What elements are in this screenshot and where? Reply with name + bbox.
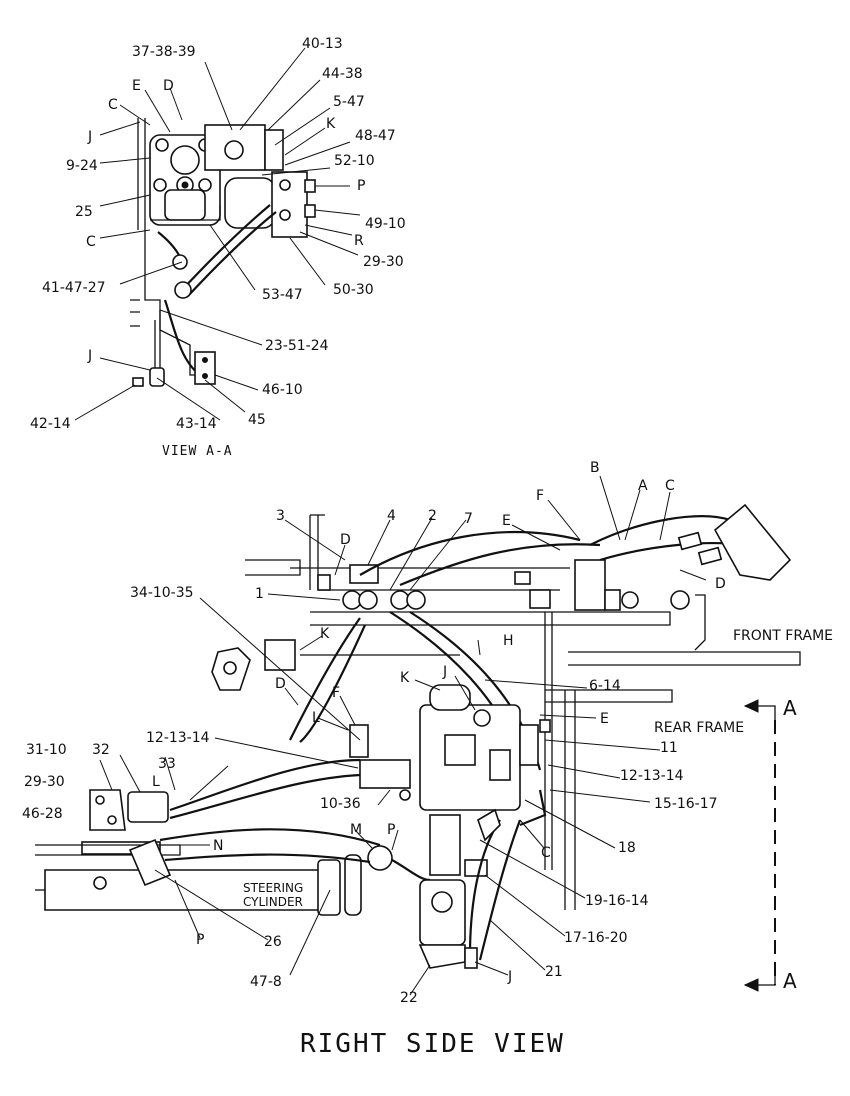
- label-52-10: 52-10: [334, 153, 375, 169]
- label-4: 4: [387, 508, 396, 524]
- label-17-16-20: 17-16-20: [564, 930, 628, 946]
- label-d-top: D: [340, 532, 351, 548]
- label-9-24: 9-24: [66, 158, 98, 174]
- label-41-47-27: 41-47-27: [42, 280, 106, 296]
- label-15-16-17: 15-16-17: [654, 796, 718, 812]
- label-p-1: P: [387, 822, 395, 838]
- label-11: 11: [660, 740, 678, 756]
- view-aa-drawing: [74, 47, 361, 421]
- label-j-bot: J: [507, 969, 512, 985]
- right-side-view-drawing: [35, 475, 801, 996]
- label-26: 26: [264, 934, 282, 950]
- label-l-1: L: [312, 710, 320, 726]
- label-d: D: [163, 78, 174, 94]
- label-n: N: [213, 838, 223, 854]
- label-k-2: K: [400, 670, 410, 686]
- label-53-47: 53-47: [262, 287, 303, 303]
- label-12-13-14-right: 12-13-14: [620, 768, 684, 784]
- label-d-mid: D: [275, 676, 286, 692]
- label-j-lower: J: [87, 348, 92, 364]
- view-aa-caption: VIEW A-A: [162, 444, 233, 459]
- valve-block-aa: [264, 129, 284, 171]
- label-3: 3: [276, 508, 285, 524]
- label-6-14: 6-14: [589, 678, 621, 694]
- label-p-2: P: [196, 932, 204, 948]
- right-side-view-caption: RIGHT SIDE VIEW: [300, 1029, 565, 1059]
- right-side-view-labels: 3 4 2 7 1 D B A C F E D 34-10-35 K H FRO…: [22, 460, 833, 1059]
- label-32: 32: [92, 742, 110, 758]
- label-23-51-24: 23-51-24: [265, 338, 329, 354]
- label-50-30: 50-30: [333, 282, 374, 298]
- label-r: R: [354, 233, 364, 249]
- label-2: 2: [428, 508, 437, 524]
- label-d-right: D: [715, 576, 726, 592]
- label-c-top: C: [665, 478, 675, 494]
- label-k-1: K: [320, 626, 330, 642]
- block-45: [194, 351, 216, 385]
- label-18: 18: [618, 840, 636, 856]
- label-37-38-39: 37-38-39: [132, 44, 196, 60]
- label-c: C: [108, 97, 118, 113]
- label-33: 33: [158, 756, 176, 772]
- label-c-lower: C: [86, 234, 96, 250]
- label-25: 25: [75, 204, 93, 220]
- label-44-38: 44-38: [322, 66, 363, 82]
- label-f-mid: F: [332, 685, 340, 701]
- label-rear-frame: REAR FRAME: [654, 720, 744, 736]
- label-p: P: [357, 178, 365, 194]
- label-cylinder: CYLINDER: [243, 895, 303, 909]
- label-46-28: 46-28: [22, 806, 63, 822]
- label-29-30: 29-30: [24, 774, 65, 790]
- label-34-10-35: 34-10-35: [130, 585, 194, 601]
- label-f-top: F: [536, 488, 544, 504]
- label-7: 7: [464, 511, 473, 527]
- label-19-16-14: 19-16-14: [585, 893, 649, 909]
- label-a-top: A: [638, 478, 648, 494]
- label-c-mid: C: [541, 845, 551, 861]
- label-b: B: [590, 460, 600, 476]
- label-40-13: 40-13: [302, 36, 343, 52]
- label-m: M: [350, 822, 362, 838]
- label-steering: STEERING: [243, 881, 303, 895]
- label-46-10: 46-10: [262, 382, 303, 398]
- section-a-top: A: [783, 696, 797, 720]
- label-43-14: 43-14: [176, 416, 217, 432]
- label-31-10: 31-10: [26, 742, 67, 758]
- label-49-10: 49-10: [365, 216, 406, 232]
- label-22: 22: [400, 990, 418, 1006]
- label-48-47: 48-47: [355, 128, 396, 144]
- label-j: J: [87, 129, 92, 145]
- label-45: 45: [248, 412, 266, 428]
- label-42-14: 42-14: [30, 416, 71, 432]
- label-e-mid: E: [600, 711, 609, 727]
- label-5-47: 5-47: [333, 94, 365, 110]
- label-10-36: 10-36: [320, 796, 361, 812]
- label-29-30: 29-30: [363, 254, 404, 270]
- label-12-13-14-left: 12-13-14: [146, 730, 210, 746]
- label-j-mid: J: [442, 664, 447, 680]
- label-k: K: [326, 116, 336, 132]
- label-h: H: [503, 633, 514, 649]
- section-a-bottom: A: [783, 969, 797, 993]
- label-l-2: L: [152, 774, 160, 790]
- view-aa-labels: 37-38-39 40-13 44-38 5-47 K 48-47 52-10 …: [30, 36, 406, 459]
- label-47-8: 47-8: [250, 974, 282, 990]
- label-front-frame: FRONT FRAME: [733, 628, 833, 644]
- label-1: 1: [255, 586, 264, 602]
- label-e-top: E: [502, 513, 511, 529]
- label-e: E: [132, 78, 141, 94]
- label-21: 21: [545, 964, 563, 980]
